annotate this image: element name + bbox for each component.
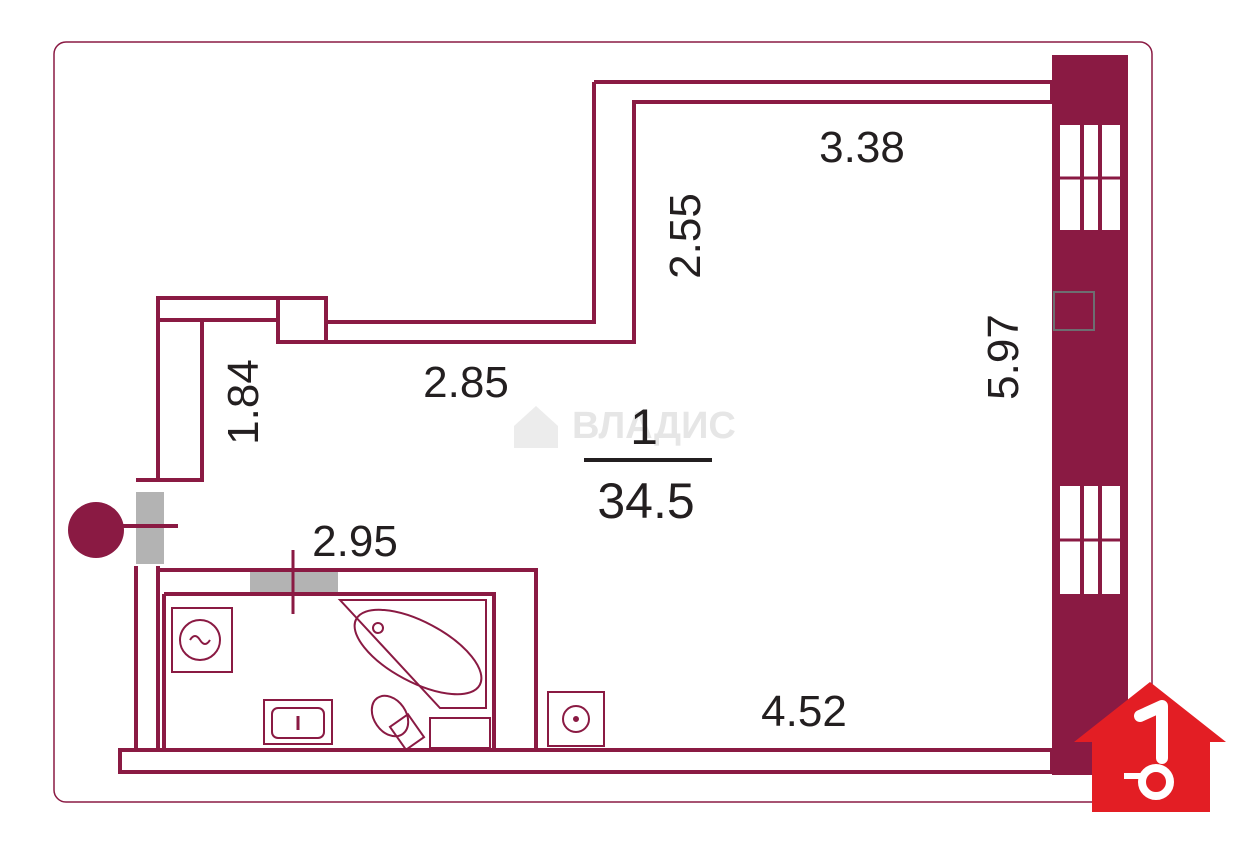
walls	[118, 80, 1054, 774]
watermark-house-icon	[514, 406, 558, 448]
sink-icon	[263, 699, 333, 745]
wall-left-upper-outer	[156, 296, 278, 480]
dimension-bottom: 4.52	[761, 687, 847, 736]
entry-marker-icon	[68, 502, 124, 558]
vent-box	[1053, 291, 1095, 331]
cabinet	[429, 717, 491, 749]
plan-frame	[53, 41, 1153, 803]
dimension-top: 3.38	[819, 123, 905, 172]
watermark: ВЛАДИС	[514, 405, 736, 448]
wall-left-upper-inner	[158, 318, 278, 482]
dimension-middle: 2.85	[423, 358, 509, 407]
dimension-left-vertical: 1.84	[219, 359, 268, 445]
room-number: 1	[630, 399, 658, 455]
room-area: 34.5	[597, 473, 694, 529]
dimension-right-vertical: 5.97	[979, 314, 1028, 400]
wall-upper-inner	[324, 82, 596, 324]
room-label: 1 34.5	[584, 399, 712, 529]
bathroom-door	[250, 550, 338, 614]
house-key-logo-icon	[1074, 682, 1226, 812]
dimension-upper-vertical: 2.55	[661, 193, 710, 279]
dimension-bathroom: 2.95	[312, 517, 398, 566]
toilet-icon	[370, 694, 426, 752]
bathroom-wall-outer	[158, 568, 538, 750]
washing-machine-icon	[171, 607, 233, 673]
kitchen-sink-icon	[547, 691, 605, 747]
wall-bottom	[118, 748, 1054, 774]
window-wall	[1052, 55, 1128, 775]
bathroom-wall-inner	[164, 592, 496, 750]
fixtures	[171, 599, 605, 752]
wall-upper-outline	[324, 80, 1054, 344]
column-box	[276, 296, 328, 344]
watermark-text: ВЛАДИС	[572, 405, 736, 447]
entrance	[68, 492, 178, 564]
bathtub-icon	[337, 599, 487, 709]
